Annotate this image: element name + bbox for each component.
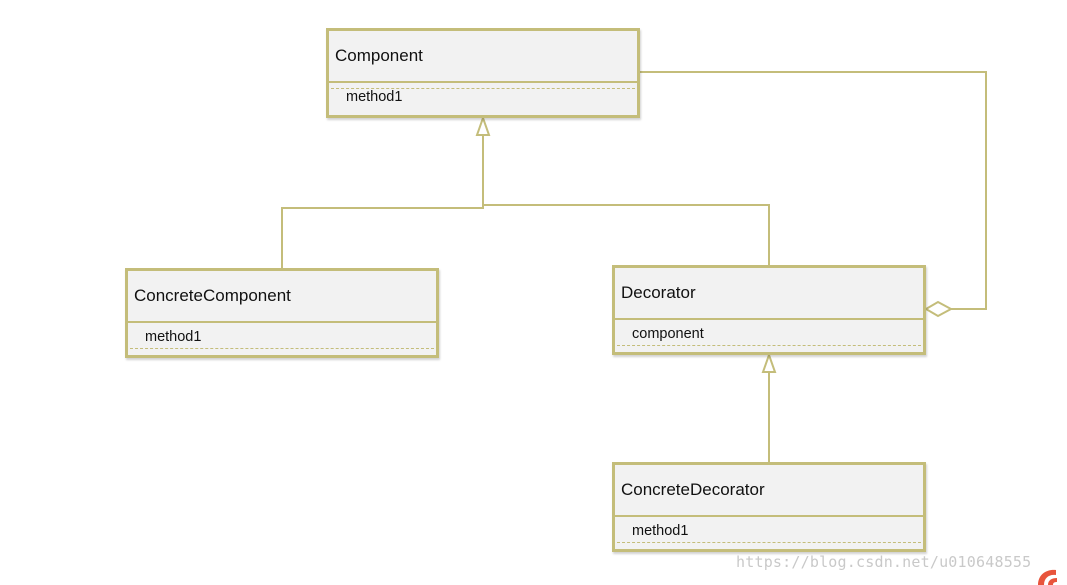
watermark-url: https://blog.csdn.net/u010648555: [736, 553, 1032, 571]
class-member: method1: [145, 329, 202, 345]
class-member: method1: [346, 89, 403, 105]
class-member: component: [632, 326, 704, 342]
generalization-line-concrete-component: [281, 135, 484, 268]
aggregation-diamond-icon: [924, 300, 954, 318]
dashed-divider: [617, 542, 921, 543]
dashed-divider: [617, 345, 921, 346]
class-name: Decorator: [615, 268, 923, 320]
class-member: method1: [632, 523, 689, 539]
inheritance-arrowhead-decorator: [761, 351, 777, 373]
aggregation-line: [640, 71, 987, 310]
concrete-decorator-class-box[interactable]: ConcreteDecorator method1: [612, 462, 926, 552]
class-members: method1: [128, 323, 436, 353]
class-members: method1: [329, 83, 637, 113]
class-members: component: [615, 320, 923, 350]
csdn-logo-icon: [1034, 568, 1064, 585]
class-name: Component: [329, 31, 637, 83]
dashed-divider: [331, 88, 635, 89]
class-name: ConcreteComponent: [128, 271, 436, 323]
inheritance-arrowhead-component: [475, 114, 491, 136]
generalization-line-decorator: [483, 204, 770, 265]
decorator-class-box[interactable]: Decorator component: [612, 265, 926, 355]
class-name: ConcreteDecorator: [615, 465, 923, 517]
dashed-divider: [130, 348, 434, 349]
component-class-box[interactable]: Component method1: [326, 28, 640, 118]
class-members: method1: [615, 517, 923, 547]
concrete-component-class-box[interactable]: ConcreteComponent method1: [125, 268, 439, 358]
